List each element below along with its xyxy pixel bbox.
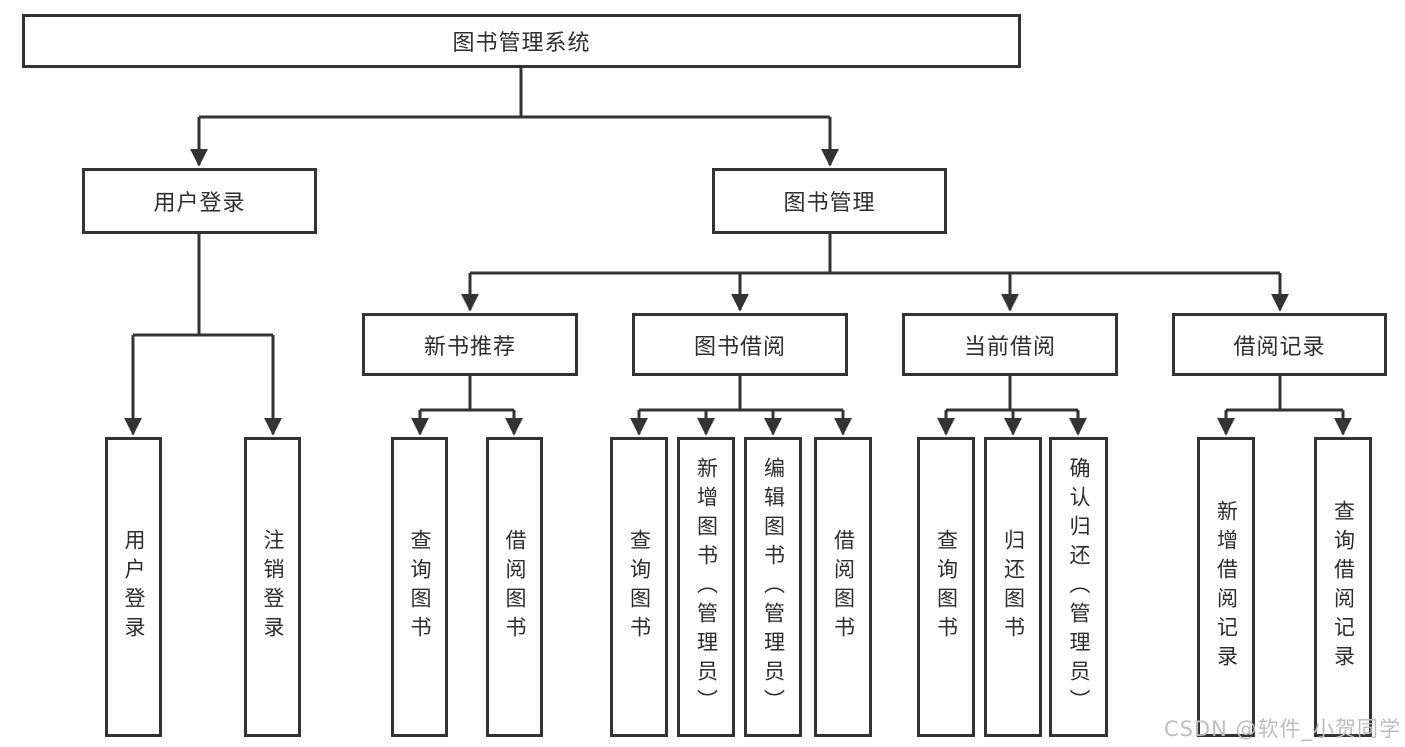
csdn-watermark: CSDN @软件_小贺同学 — [1163, 717, 1401, 741]
leaf-recommend-query-books: 查询图书 — [391, 437, 448, 737]
leaf-current-query-books: 查询图书 — [917, 437, 975, 737]
leaf-current-query-books-label: 查询图书 — [934, 529, 959, 645]
leaf-logout-label: 注销登录 — [261, 529, 285, 645]
leaf-borrow-books-label: 借阅图书 — [831, 529, 856, 645]
node-user-login-branch: 用户登录 — [82, 168, 317, 234]
leaf-edit-books-admin-label: 编辑图书（管理员） — [761, 456, 786, 718]
leaf-user-login-label: 用户登录 — [122, 529, 146, 645]
leaf-logout: 注销登录 — [244, 437, 301, 737]
node-borrow-records-label: 借阅记录 — [1233, 334, 1326, 360]
node-book-management: 图书管理 — [712, 168, 947, 234]
node-root-label: 图书管理系统 — [452, 31, 591, 56]
node-new-book-recommend-label: 新书推荐 — [423, 334, 516, 360]
node-book-borrow: 图书借阅 — [632, 313, 848, 376]
node-book-borrow-label: 图书借阅 — [693, 334, 786, 360]
leaf-recommend-borrow-books-label: 借阅图书 — [503, 529, 527, 645]
leaf-borrow-query-books: 查询图书 — [610, 437, 668, 737]
leaf-add-books-admin-label: 新增图书（管理员） — [694, 456, 719, 718]
node-user-login-branch-label: 用户登录 — [153, 191, 246, 216]
leaf-confirm-return-admin: 确认归还（管理员） — [1049, 437, 1108, 737]
node-current-borrow: 当前借阅 — [902, 313, 1118, 376]
leaf-return-books-label: 归还图书 — [1001, 529, 1026, 645]
leaf-recommend-query-books-label: 查询图书 — [408, 529, 432, 645]
node-root: 图书管理系统 — [22, 14, 1021, 68]
leaf-add-borrow-record-label: 新增借阅记录 — [1214, 500, 1239, 674]
leaf-borrow-books: 借阅图书 — [814, 437, 872, 737]
leaf-user-login: 用户登录 — [105, 437, 162, 737]
leaf-add-borrow-record: 新增借阅记录 — [1197, 437, 1255, 737]
connector-lines — [124, 68, 1352, 436]
leaf-confirm-return-admin-label: 确认归还（管理员） — [1067, 456, 1091, 718]
node-borrow-records: 借阅记录 — [1172, 313, 1387, 376]
leaf-edit-books-admin: 编辑图书（管理员） — [744, 437, 802, 737]
leaf-borrow-query-books-label: 查询图书 — [627, 529, 652, 645]
leaf-query-borrow-record-label: 查询借阅记录 — [1331, 500, 1356, 674]
leaf-add-books-admin: 新增图书（管理员） — [677, 437, 735, 737]
node-book-management-label: 图书管理 — [783, 191, 876, 216]
leaf-return-books: 归还图书 — [984, 437, 1042, 737]
leaf-query-borrow-record: 查询借阅记录 — [1314, 437, 1372, 737]
node-new-book-recommend: 新书推荐 — [362, 313, 578, 376]
node-current-borrow-label: 当前借阅 — [963, 334, 1056, 360]
leaf-recommend-borrow-books: 借阅图书 — [486, 437, 543, 737]
